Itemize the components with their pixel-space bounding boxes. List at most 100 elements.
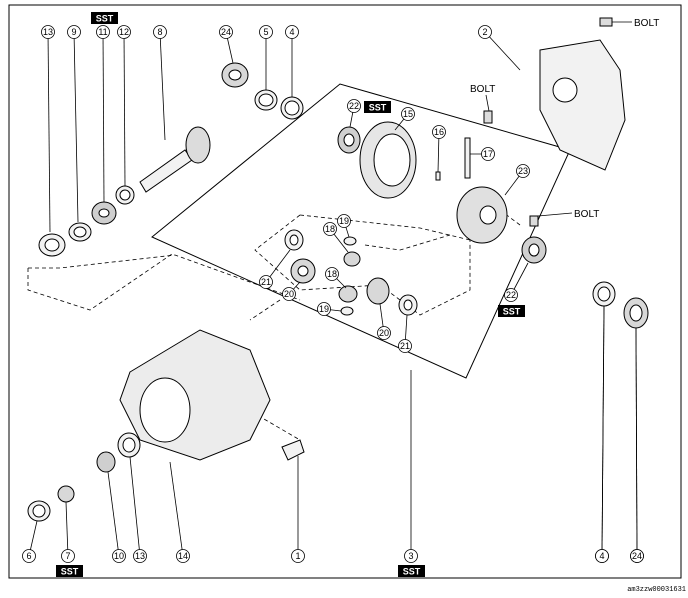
callout-24: 24 (630, 549, 644, 563)
callout-circle (117, 25, 131, 39)
callout-22: 22 (504, 288, 518, 302)
callout-circle (504, 288, 518, 302)
part-shapes (27, 39, 649, 522)
callout-number: 22 (349, 101, 359, 111)
bolt-top-right (599, 17, 613, 27)
bolt-left-cover (483, 110, 493, 124)
callout-18: 18 (323, 222, 337, 236)
callout-circle (67, 25, 81, 39)
callout-circle (401, 107, 415, 121)
washer-19-lower (340, 306, 354, 316)
callout-leader-line (601, 305, 605, 557)
callout-circle (337, 214, 351, 228)
callout-19: 19 (337, 214, 351, 228)
assembly-guide-lines (27, 209, 521, 441)
callout-4: 4 (595, 549, 609, 563)
callout-circle (481, 147, 495, 161)
pinion-shaft-17 (464, 137, 471, 179)
drive-pinion-8 (139, 149, 193, 193)
washer-19-upper (343, 236, 357, 246)
callout-leader-line (47, 31, 51, 233)
bolt-label-case: BOLT (574, 209, 599, 220)
callout-leader-line (123, 31, 126, 187)
callout-circle (323, 222, 337, 236)
callout-circle (285, 25, 299, 39)
callout-13: 13 (133, 549, 147, 563)
callout-12: 12 (117, 25, 131, 39)
callout-circle (595, 549, 609, 563)
callout-7: 7 (61, 549, 75, 563)
callout-number: 19 (319, 304, 329, 314)
callout-leader-line (159, 31, 166, 141)
sst-tag-assembly: SST (398, 565, 425, 577)
callout-22: 22 (347, 99, 361, 113)
svg-text:SST: SST (61, 567, 79, 577)
callout-number: 22 (506, 290, 516, 300)
callout-circle (404, 549, 418, 563)
callout-circle (96, 25, 110, 39)
bearing-10 (96, 451, 116, 473)
svg-text:SST: SST (369, 103, 387, 113)
sst-tag-bearing-lower: SST (498, 305, 525, 317)
callout-circle (291, 549, 305, 563)
callout-number: 4 (289, 27, 294, 37)
callout-19: 19 (317, 302, 331, 316)
callout-number: 2 (482, 27, 487, 37)
callout-5: 5 (259, 25, 273, 39)
callout-leader-line (107, 471, 120, 557)
callout-leader-line (73, 31, 79, 223)
callout-circle (133, 549, 147, 563)
callout-15: 15 (401, 107, 415, 121)
callout-20: 20 (377, 326, 391, 340)
bolt-label-cover: BOLT (470, 84, 495, 95)
callout-18: 18 (325, 267, 339, 281)
callout-number: 24 (221, 27, 231, 37)
callout-number: 4 (599, 551, 604, 561)
callout-number: 10 (114, 551, 124, 561)
figure-frame (8, 4, 682, 579)
bolt-label-top: BOLT (634, 18, 659, 29)
callout-number: 16 (434, 127, 444, 137)
callout-11: 11 (96, 25, 110, 39)
callout-circle (153, 25, 167, 39)
callout-number: 9 (71, 27, 76, 37)
callout-number: 21 (261, 277, 271, 287)
callout-number: 18 (325, 224, 335, 234)
callout-number: 1 (295, 551, 300, 561)
callout-leader-line (169, 461, 184, 557)
callout-3: 3 (404, 549, 418, 563)
pin-16 (435, 171, 441, 181)
callout-number: 24 (632, 551, 642, 561)
callout-number: 8 (157, 27, 162, 37)
callout-13: 13 (41, 25, 55, 39)
callout-9: 9 (67, 25, 81, 39)
callout-leader-line (635, 327, 638, 557)
callout-24: 24 (219, 25, 233, 39)
callout-number: 23 (518, 166, 528, 176)
pinion-18-lower (338, 285, 358, 303)
callout-number: 17 (483, 149, 493, 159)
pinion-18-upper (343, 251, 361, 267)
callout-circle (347, 99, 361, 113)
callout-number: 20 (379, 328, 389, 338)
callout-4: 4 (285, 25, 299, 39)
callout-number: 13 (135, 551, 145, 561)
callout-circle (259, 275, 273, 289)
bolt-diff-case (529, 215, 539, 227)
callout-1: 1 (291, 549, 305, 563)
callout-number: 19 (339, 216, 349, 226)
callout-number: 20 (284, 289, 294, 299)
callout-number: 13 (43, 27, 53, 37)
callout-circle (22, 549, 36, 563)
callout-17: 17 (481, 147, 495, 161)
callout-number: 18 (327, 269, 337, 279)
figure-id: am3zzw00031631 (627, 586, 686, 594)
sst-tag-bearing: SST (364, 101, 391, 113)
callout-number: 11 (98, 27, 107, 37)
callout-circle (41, 25, 55, 39)
plug-1 (281, 439, 305, 461)
callout-leader-line (484, 31, 521, 71)
callout-circle (516, 164, 530, 178)
callout-number: 12 (119, 27, 129, 37)
